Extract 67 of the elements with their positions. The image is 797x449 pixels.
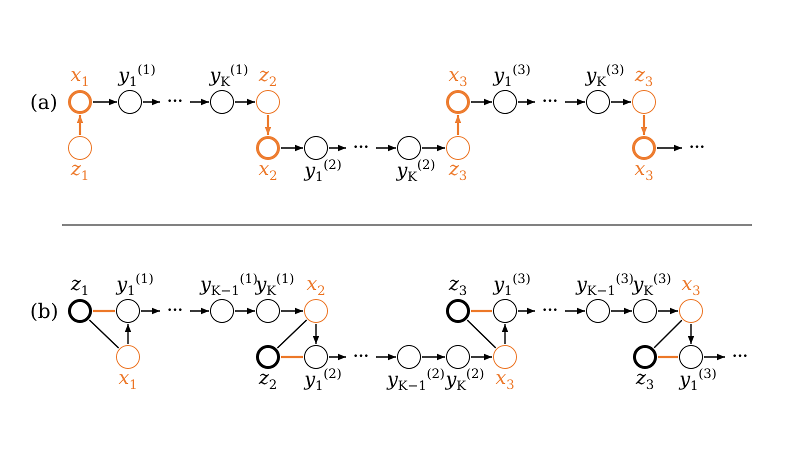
arrow [658, 308, 678, 314]
arrow [312, 324, 320, 344]
ellipsis: ••• [726, 350, 754, 364]
arrow [141, 308, 160, 314]
node-label: x$_{3}$ [448, 66, 468, 90]
node-label: z$_{2}$ [258, 66, 278, 90]
arrow [565, 308, 585, 314]
connector-line [654, 320, 682, 348]
node-label: x$_{3}$ [634, 160, 654, 184]
arrow [329, 354, 346, 360]
connector-line [281, 356, 303, 358]
arrow [688, 324, 694, 344]
arrow [657, 144, 682, 152]
arrow [640, 115, 648, 135]
arrow [124, 324, 132, 344]
arrow [235, 98, 255, 106]
panel-label: (a) [30, 90, 58, 114]
arrow [264, 115, 272, 135]
arrow [281, 144, 303, 152]
arrow [376, 354, 396, 360]
ellipsis: ••• [347, 141, 375, 155]
arrow [235, 308, 255, 314]
node-label: z$_{3}$ [448, 275, 468, 299]
ellipsis: ••• [161, 304, 189, 318]
node-label: x$_{3}$ [496, 369, 514, 393]
node-label: x$_{1}$ [70, 66, 90, 90]
arrow [76, 115, 84, 135]
panel-label: (b) [30, 299, 58, 323]
arrow [518, 98, 535, 106]
node-label: z$_{1}$ [70, 275, 90, 299]
node-label: z$_{3}$ [636, 369, 654, 393]
node-label: z$_{3}$ [634, 66, 654, 90]
arrow [190, 98, 209, 106]
arrow [422, 144, 445, 152]
node-label: z$_{3}$ [448, 160, 468, 184]
arrow [565, 98, 585, 106]
connector-line [88, 320, 120, 348]
node-label: x$_{1}$ [118, 369, 138, 393]
arrow [611, 308, 632, 314]
arrow [422, 354, 445, 360]
arrow [611, 98, 631, 106]
arrow [376, 144, 396, 152]
node-label: x$_{3}$ [682, 275, 700, 299]
arrow [471, 354, 492, 360]
connector-line [276, 320, 308, 348]
ellipsis: ••• [536, 304, 564, 318]
node-label: z$_{2}$ [258, 369, 278, 393]
arrow [143, 98, 160, 106]
node-label: z$_{1}$ [70, 160, 90, 184]
connector-line [93, 310, 115, 312]
arrow [281, 308, 303, 314]
arrow [93, 98, 117, 106]
connector-line [471, 310, 492, 312]
arrow [471, 98, 492, 106]
ellipsis: ••• [347, 350, 375, 364]
node-label: x$_{2}$ [258, 160, 278, 184]
arrow [518, 308, 535, 314]
arrow [329, 144, 346, 152]
connector-line [658, 356, 678, 358]
node-label: x$_{2}$ [306, 275, 326, 299]
ellipsis: ••• [683, 141, 711, 155]
arrow [454, 115, 462, 135]
arrow [190, 308, 209, 314]
ellipsis: ••• [536, 95, 564, 109]
arrow [704, 354, 725, 360]
arrow [502, 324, 508, 344]
ellipsis: ••• [161, 95, 189, 109]
